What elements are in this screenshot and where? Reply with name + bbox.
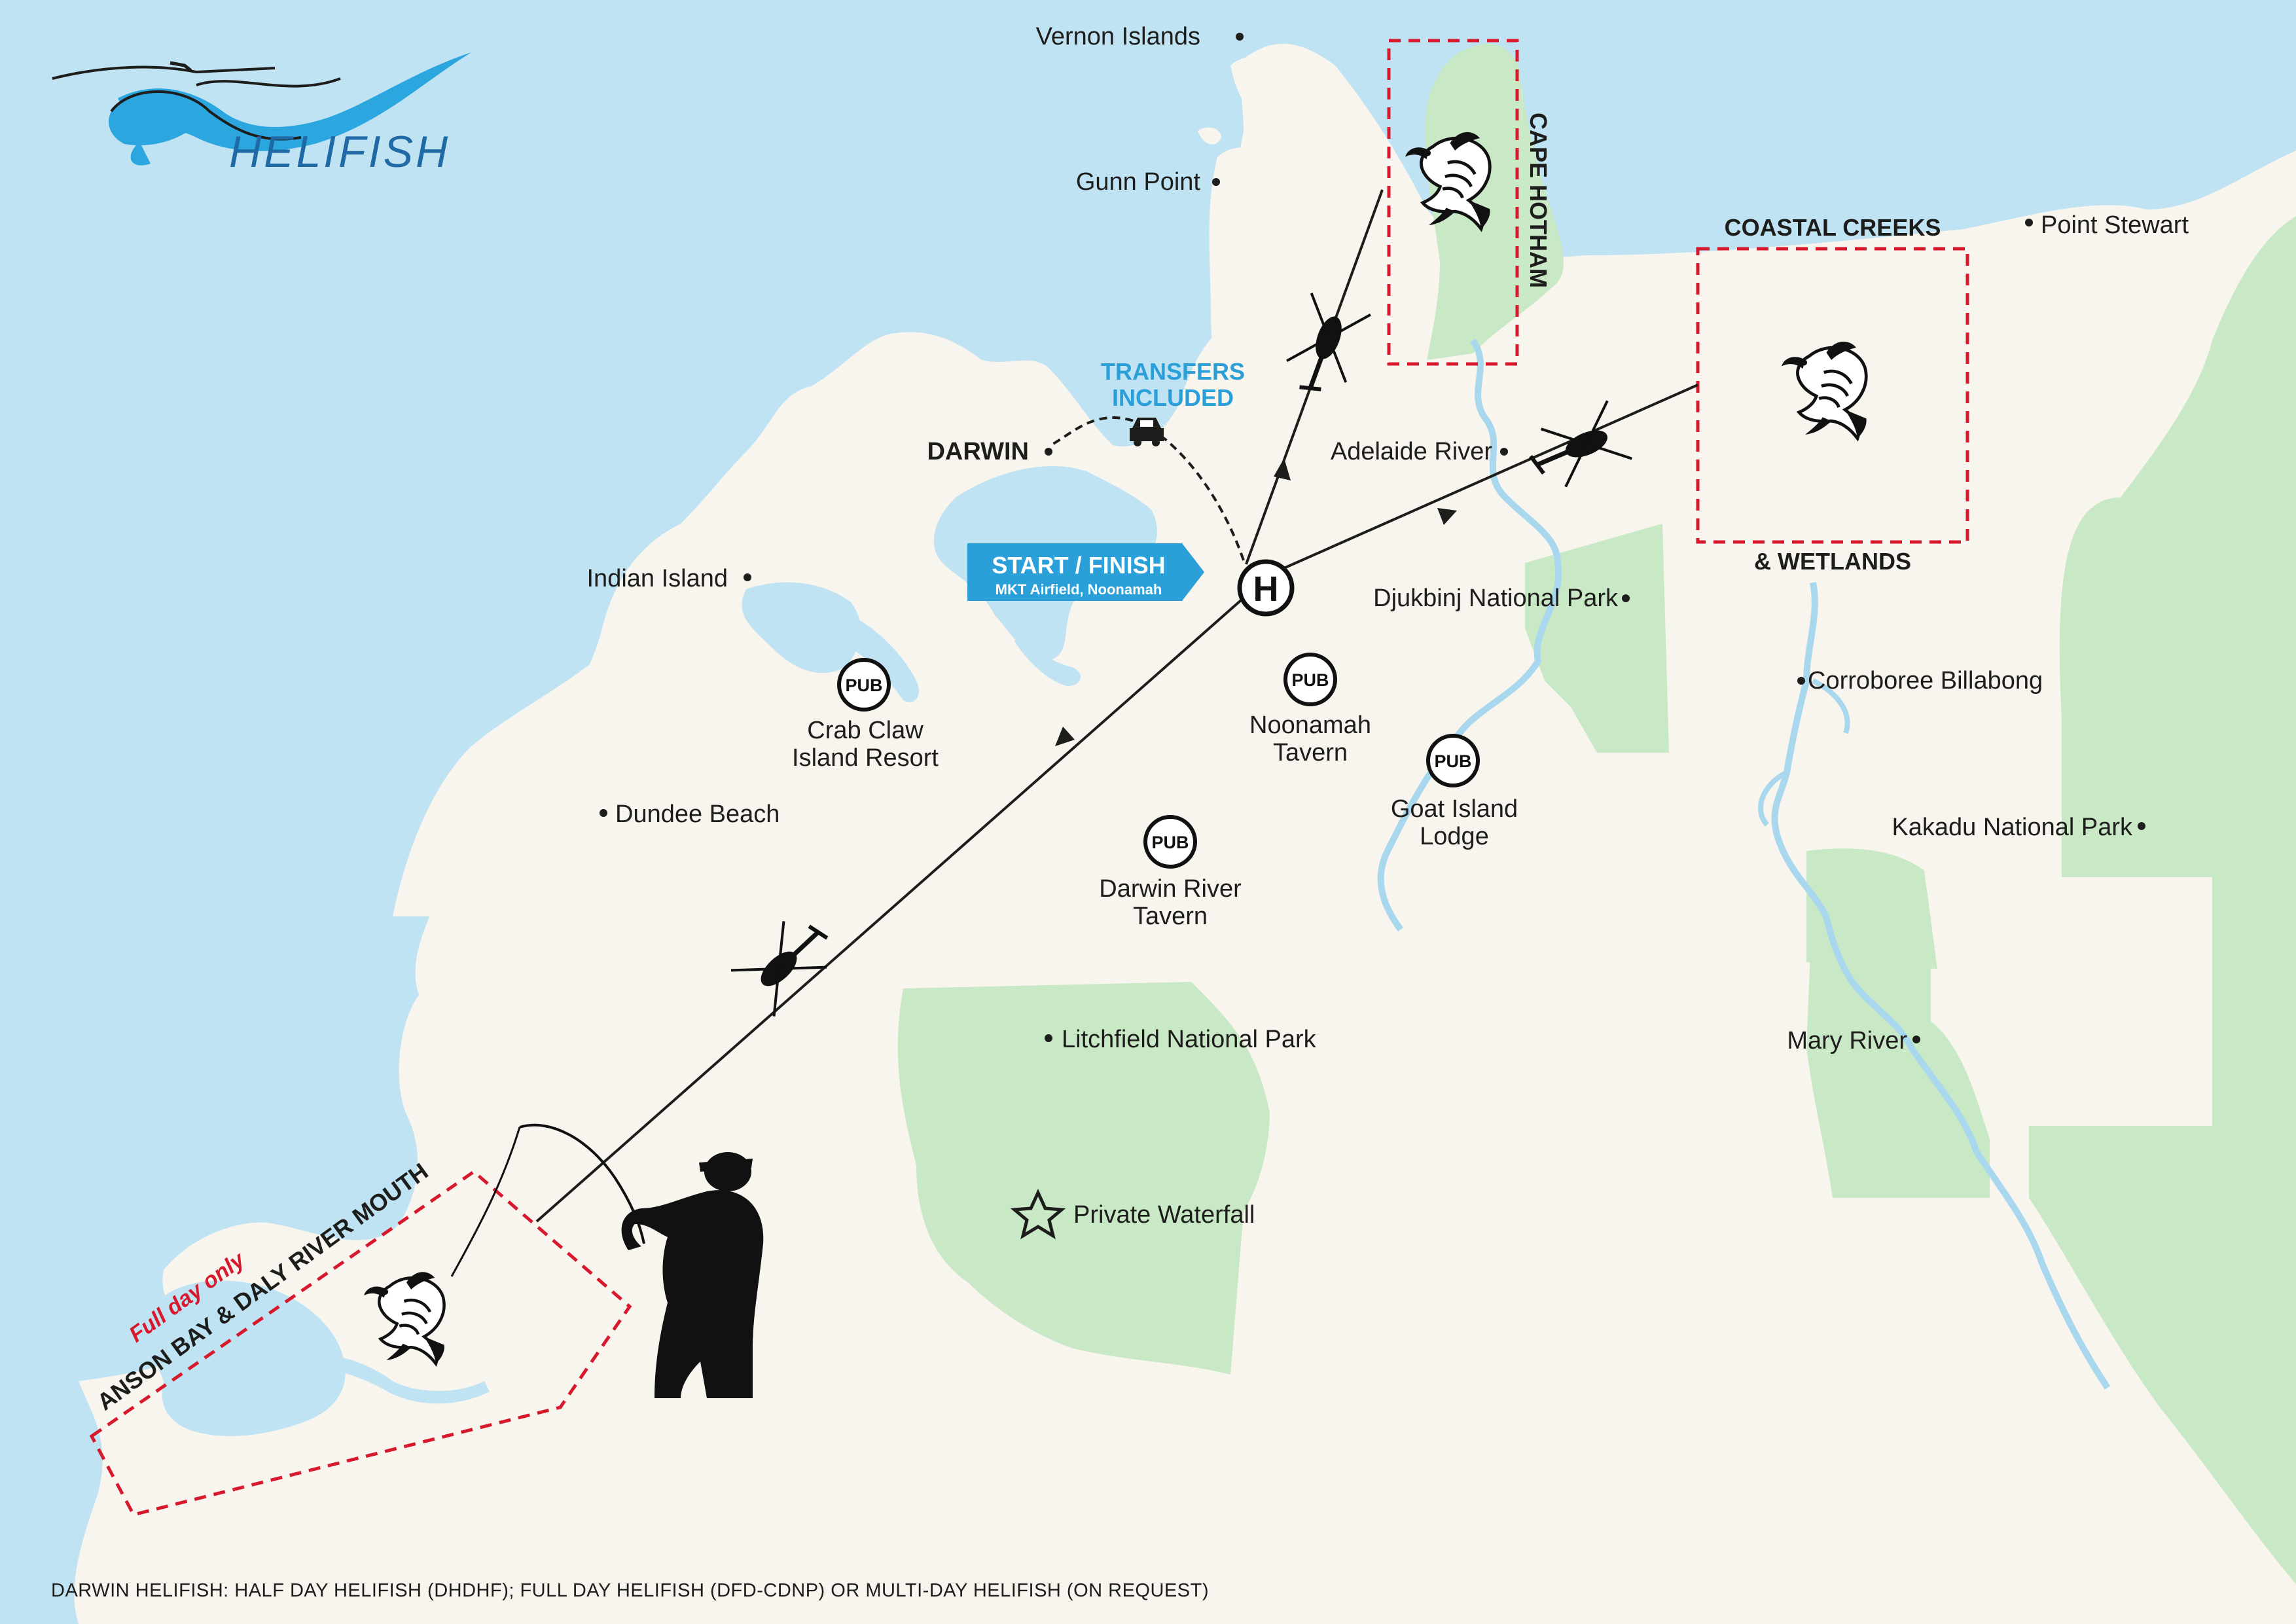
zone-cape-hotham	[1387, 39, 1519, 366]
pub-icon: PUB	[839, 660, 889, 710]
anson-bay	[146, 1280, 346, 1436]
fisherman-silhouette-icon	[450, 1123, 764, 1398]
arrow-icon	[1274, 458, 1291, 480]
place-gunn-point: Gunn Point	[1076, 168, 1201, 196]
place-adelaide-river: Adelaide River	[1331, 438, 1492, 465]
pub-goat-island-line1: Goat Island	[1391, 795, 1518, 823]
zone-anson-bay	[89, 1169, 632, 1517]
pub-crab-claw-line1: Crab Claw	[807, 717, 924, 744]
start-finish-subtitle: MKT Airfield, Noonamah	[996, 581, 1162, 598]
place-point-stewart: Point Stewart	[2041, 211, 2189, 239]
place-mary-river: Mary River	[1787, 1027, 1907, 1055]
zone-coastal-label-top: COASTAL CREEKS	[1725, 214, 1941, 241]
place-private-waterfall: Private Waterfall	[1073, 1201, 1255, 1229]
zone-coastal-creeks	[1696, 247, 1969, 544]
footer-note: DARWIN HELIFISH: HALF DAY HELIFISH (DHDH…	[51, 1580, 1209, 1601]
dot-adelaide	[1500, 448, 1508, 456]
heliport-icon: H	[1237, 559, 1295, 617]
arrow-icon	[1055, 727, 1075, 746]
dot-darwin	[1045, 448, 1052, 456]
place-kakadu: Kakadu National Park	[1892, 814, 2133, 841]
helifish-logo-icon: HELIFISH	[52, 52, 471, 177]
adelaide-river	[1377, 338, 1562, 931]
dot-gunn	[1212, 178, 1220, 186]
park-litchfield	[897, 982, 1270, 1375]
pub-badge-label: PUB	[1151, 833, 1189, 852]
transfers-line2: INCLUDED	[1112, 384, 1234, 411]
car-icon	[1130, 418, 1164, 446]
star-icon	[1010, 1188, 1066, 1240]
place-darwin: DARWIN	[927, 438, 1029, 465]
place-litchfield: Litchfield National Park	[1062, 1026, 1317, 1053]
pub-icon: PUB	[1285, 655, 1335, 704]
pub-badge-label: PUB	[1434, 751, 1471, 771]
dot-mary	[1912, 1036, 1920, 1043]
land-gunn-point	[1209, 147, 1361, 458]
pub-icon: PUB	[1428, 736, 1478, 785]
pub-darwin-river-line1: Darwin River	[1099, 875, 1242, 903]
pub-noonamah-line1: Noonamah	[1249, 712, 1371, 739]
park-kakadu	[2029, 216, 2296, 1584]
place-dundee-beach: Dundee Beach	[615, 801, 780, 828]
zone-cape-hotham-label: CAPE HOTHAM	[1525, 113, 1552, 288]
pub-crab-claw-line2: Island Resort	[792, 744, 939, 772]
dot-djukbinj	[1622, 594, 1630, 602]
place-djukbinj: Djukbinj National Park	[1373, 585, 1619, 612]
dot-corroboree	[1797, 677, 1805, 685]
mary-river-branch	[1758, 678, 1850, 827]
route-coastal-creeks	[1263, 384, 1698, 579]
pub-icon: PUB	[1145, 817, 1195, 867]
place-corroboree: Corroboree Billabong	[1808, 667, 2043, 695]
pub-noonamah-line2: Tavern	[1273, 739, 1348, 767]
pub-goat-island-line2: Lodge	[1420, 823, 1489, 850]
zone-coastal-label-bottom: & WETLANDS	[1754, 548, 1911, 575]
park-mary-river-south	[1806, 890, 1990, 1198]
brand-name: HELIFISH	[229, 127, 450, 177]
dot-dundee	[600, 809, 607, 817]
park-cape-hotham	[1425, 43, 1564, 360]
transfers-line1: TRANSFERS	[1101, 358, 1245, 385]
start-finish-title: START / FINISH	[992, 552, 1165, 579]
place-indian-island: Indian Island	[587, 565, 728, 592]
dot-indian	[744, 573, 751, 581]
start-finish-tag: START / FINISH MKT Airfield, Noonamah	[967, 543, 1204, 601]
vernon-island	[1230, 56, 1279, 118]
harbour-arm	[742, 582, 861, 674]
pub-badge-label: PUB	[845, 676, 882, 695]
route-anson-bay	[535, 594, 1247, 1223]
pub-badge-label: PUB	[1291, 670, 1329, 690]
dot-point-stewart	[2025, 219, 2033, 226]
route-arrows	[1055, 458, 1457, 746]
pub-darwin-river-line2: Tavern	[1133, 903, 1208, 930]
arrow-icon	[1437, 508, 1457, 525]
dot-kakadu	[2138, 822, 2145, 830]
place-vernon-islands: Vernon Islands	[1036, 23, 1200, 50]
place-dots	[600, 33, 2145, 1043]
mary-river	[1771, 582, 2111, 1390]
vernon-island-small	[1198, 127, 1221, 145]
dot-vernon	[1236, 33, 1244, 41]
heliport-letter: H	[1253, 569, 1279, 609]
daly-river-mouth	[288, 1353, 490, 1404]
harbour-creek	[851, 615, 919, 702]
harbour-creek-2	[1014, 628, 1081, 687]
dot-litchfield	[1045, 1034, 1052, 1042]
